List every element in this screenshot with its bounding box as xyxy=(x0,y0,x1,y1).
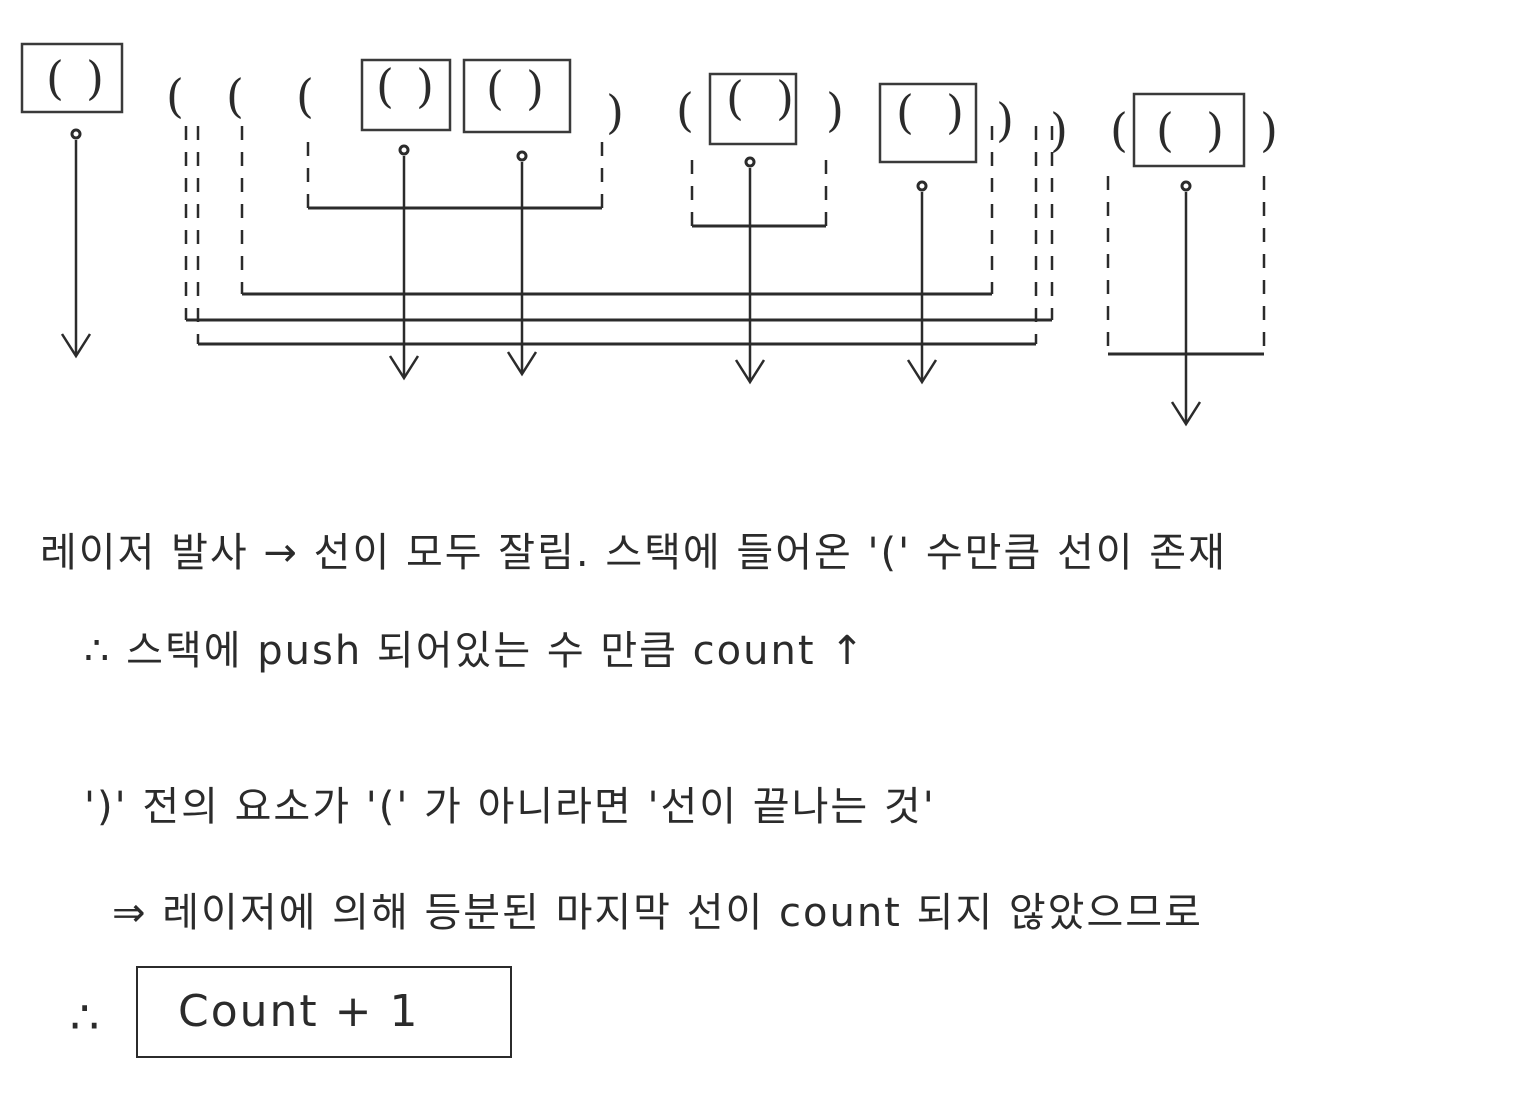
paren-close-6: ) xyxy=(416,59,434,113)
paren-open-0: ( xyxy=(46,51,64,105)
paren-open-18: ( xyxy=(1110,103,1128,157)
laser-box-0 xyxy=(20,42,124,114)
paren-close-21: ) xyxy=(1260,103,1278,157)
paren-close-8: ) xyxy=(526,61,544,115)
answer-count-plus-one: Count + 1 xyxy=(178,986,420,1037)
paren-close-16: ) xyxy=(996,93,1014,147)
paren-close-9: ) xyxy=(606,85,624,139)
paren-open-10: ( xyxy=(676,83,694,137)
iron-sticks xyxy=(184,126,1266,356)
paren-close-15: ) xyxy=(946,85,964,139)
arrow-down-icon xyxy=(388,355,420,381)
paren-close-12: ) xyxy=(776,71,794,125)
paren-open-14: ( xyxy=(896,85,914,139)
answer-box: Count + 1 xyxy=(136,966,512,1058)
arrow-down-icon xyxy=(1170,401,1202,427)
arrow-down-icon xyxy=(906,359,938,385)
paren-close-13: ) xyxy=(826,83,844,137)
note-laser-cuts-lines: 레이저 발사 → 선이 모두 잘림. 스택에 들어온 '(' 수만큼 선이 존재 xyxy=(40,530,1227,576)
paren-open-7: ( xyxy=(486,61,504,115)
paren-close-20: ) xyxy=(1206,103,1224,157)
parentheses-row: () ( ( ( () ()) ( ()) ())) ( ()) xyxy=(46,51,1278,157)
paren-open-3: ( xyxy=(226,69,244,123)
paren-open-11: ( xyxy=(726,71,744,125)
laser-box-2 xyxy=(462,58,572,134)
laser-origin-dot-0 xyxy=(70,128,82,140)
laser-box-1 xyxy=(360,58,452,132)
paren-open-4: ( xyxy=(296,69,314,123)
arrow-down-icon xyxy=(506,351,538,377)
laser-rays xyxy=(60,128,1202,427)
laser-origin-dot-1 xyxy=(398,144,410,156)
arrow-down-icon xyxy=(734,359,766,385)
laser-origin-dot-3 xyxy=(744,156,756,168)
laser-origin-dot-4 xyxy=(916,180,928,192)
laser-origin-dot-2 xyxy=(516,150,528,162)
note-line-ends: ')' 전의 요소가 '(' 가 아니라면 '선이 끝나는 것' xyxy=(84,784,936,830)
arrow-down-icon xyxy=(60,333,92,359)
laser-box-5 xyxy=(1132,92,1246,168)
laser-origin-dot-5 xyxy=(1180,180,1192,192)
paren-open-19: ( xyxy=(1156,103,1174,157)
paren-open-5: ( xyxy=(376,59,394,113)
paren-open-2: ( xyxy=(166,69,184,123)
laser-box-4 xyxy=(878,82,978,164)
note-last-segment: ⇒ 레이저에 의해 등분된 마지막 선이 count 되지 않았으므로 xyxy=(112,890,1203,936)
laser-box-3 xyxy=(708,72,798,146)
paren-close-17: ) xyxy=(1050,103,1068,157)
laser-boxes xyxy=(20,42,1246,168)
note-count-by-stack: ∴ 스택에 push 되어있는 수 만큼 count ↑ xyxy=(84,628,866,674)
paren-close-1: ) xyxy=(86,51,104,105)
therefore-symbol: ∴ xyxy=(70,990,102,1044)
